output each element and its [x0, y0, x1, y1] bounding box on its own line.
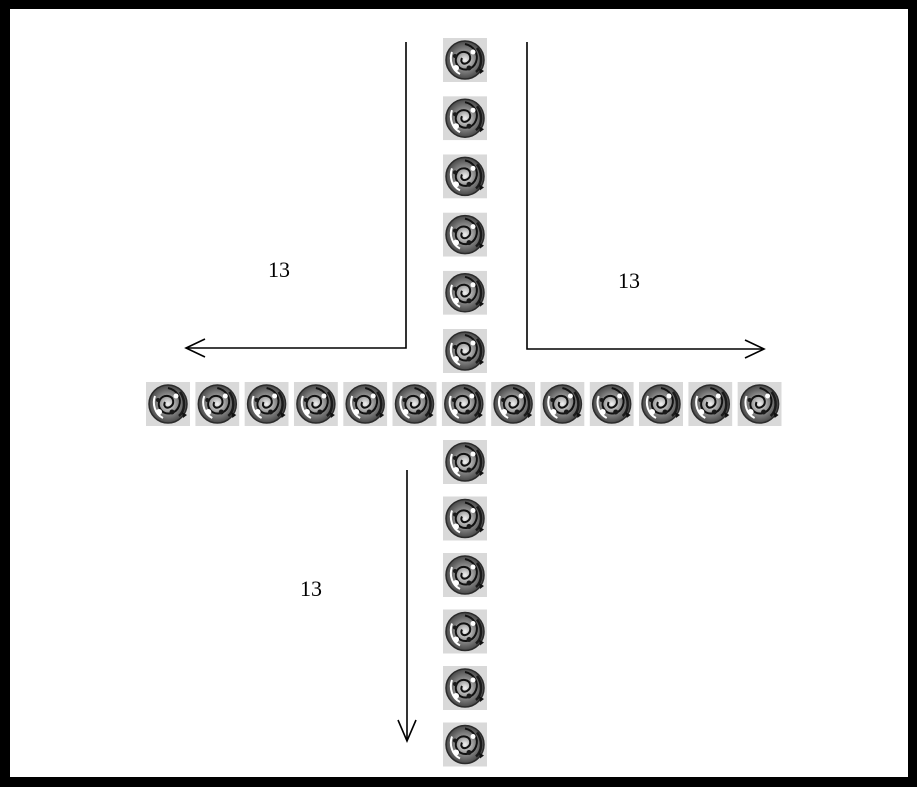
rose-tile-icon	[443, 213, 487, 257]
rose-tile-icon	[491, 382, 535, 426]
rose-tile-icon	[393, 382, 437, 426]
tile-group	[146, 38, 782, 767]
left-count-label: 13	[268, 259, 290, 281]
rose-tile-icon	[443, 154, 487, 198]
rose-tile-icon	[590, 382, 634, 426]
rose-tile-icon	[443, 329, 487, 373]
rose-tile-icon	[146, 382, 190, 426]
left-arrow	[186, 42, 406, 357]
rose-tile-icon	[443, 440, 487, 484]
rose-tile-icon	[443, 38, 487, 82]
rose-tile-icon	[639, 382, 683, 426]
rose-tile-icon	[443, 666, 487, 710]
rose-tile-icon	[443, 96, 487, 140]
rose-tile-icon	[294, 382, 338, 426]
rose-tile-icon	[443, 553, 487, 597]
rose-tile-icon	[443, 497, 487, 541]
right-arrow	[527, 42, 764, 358]
rose-tile-icon	[442, 382, 486, 426]
rose-tile-icon	[245, 382, 289, 426]
down-count-label: 13	[300, 578, 322, 600]
rose-tile-icon	[443, 610, 487, 654]
rose-tile-icon	[738, 382, 782, 426]
rose-tile-icon	[688, 382, 732, 426]
rose-tile-icon	[195, 382, 239, 426]
rose-tile-icon	[343, 382, 387, 426]
rose-tile-icon	[443, 271, 487, 315]
rose-tile-icon	[443, 723, 487, 767]
right-count-label: 13	[618, 270, 640, 292]
rose-tile-icon	[540, 382, 584, 426]
down-arrow	[398, 470, 416, 741]
